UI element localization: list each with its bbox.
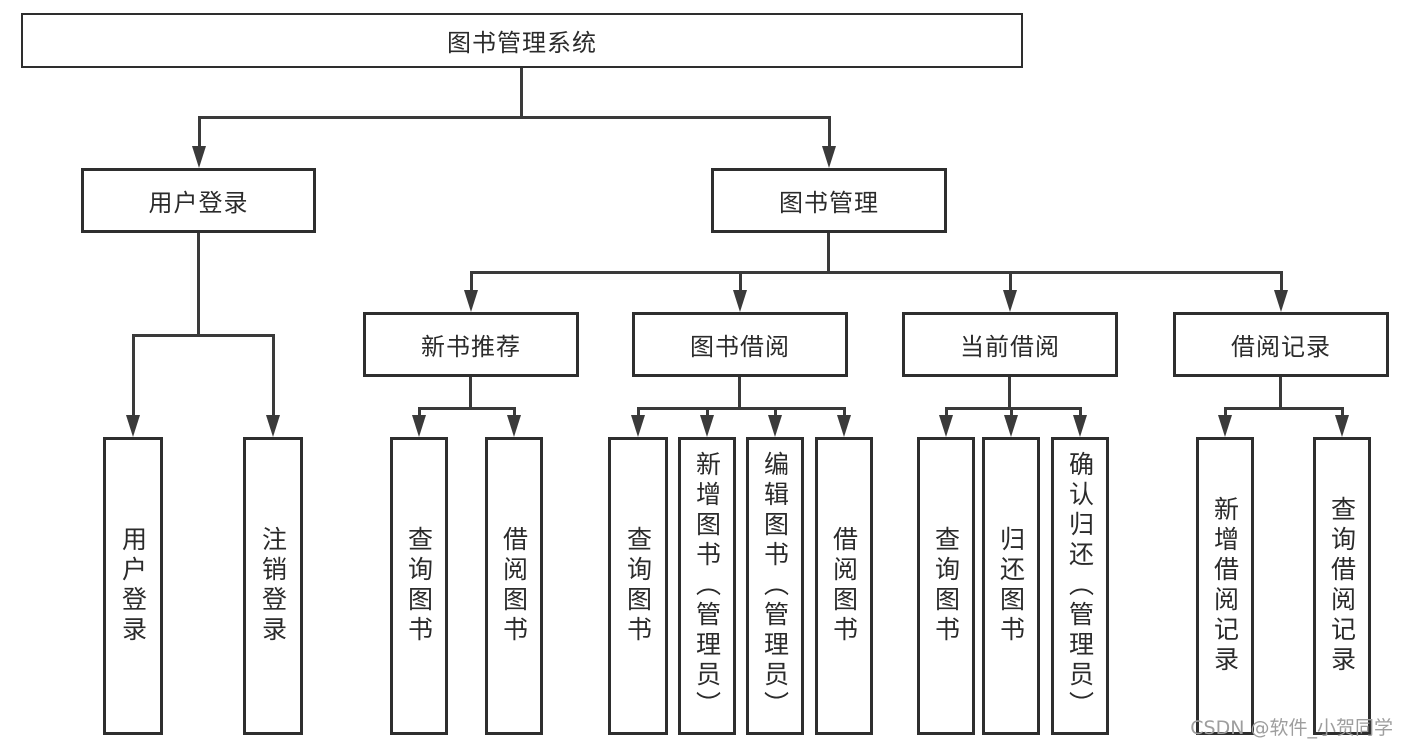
arrowhead-icon <box>507 415 521 437</box>
node-label: 图书管理系统 <box>447 29 597 57</box>
arrowhead-icon <box>192 146 206 168</box>
node-user-login: 用户登录 <box>81 168 316 233</box>
connector-userlogin-split <box>132 334 275 337</box>
leaf-label: 查询图书 <box>623 526 653 646</box>
csdn-watermark: CSDN @软件_小贺同学 <box>1190 717 1393 739</box>
arrowhead-icon <box>464 290 478 312</box>
arrowhead-icon <box>126 415 140 437</box>
connector-currentborrow-split <box>945 407 1082 410</box>
leaf-return-books: 归还图书 <box>982 437 1040 735</box>
arrow-to-leaf-query-books-borrow <box>631 407 645 437</box>
node-borrowing-records: 借阅记录 <box>1173 312 1389 377</box>
node-label: 图书管理 <box>779 189 879 217</box>
arrow-to-book-management <box>822 116 836 168</box>
leaf-query-books-current: 查询图书 <box>917 437 975 735</box>
arrowhead-icon <box>733 290 747 312</box>
connector-bookborrow-split <box>637 407 846 410</box>
leaf-borrow-books-borrow: 借阅图书 <box>815 437 873 735</box>
leaf-label: 编辑图书（管理员） <box>760 451 790 721</box>
arrowhead-icon <box>1073 415 1087 437</box>
arrow-to-new-book-recommendation <box>464 271 478 312</box>
node-library-management-system: 图书管理系统 <box>21 13 1023 68</box>
node-label: 图书借阅 <box>690 333 790 361</box>
leaf-borrow-books-newbook: 借阅图书 <box>485 437 543 735</box>
arrow-to-leaf-query-books-newbook <box>412 407 426 437</box>
connector-borrowrecord-split <box>1224 407 1344 410</box>
connector-newbook-split <box>418 407 516 410</box>
arrowhead-icon <box>631 415 645 437</box>
leaf-label: 借阅图书 <box>829 526 859 646</box>
arrowhead-icon <box>1335 415 1349 437</box>
arrow-to-leaf-logout <box>266 334 280 437</box>
arrow-to-leaf-borrow-books-newbook <box>507 407 521 437</box>
arrow-to-borrowing-records <box>1274 271 1288 312</box>
arrow-to-user-login <box>192 116 206 168</box>
connector-newbook-stem <box>469 377 472 407</box>
node-label: 新书推荐 <box>421 333 521 361</box>
arrow-to-leaf-add-book-admin <box>700 407 714 437</box>
arrowhead-icon <box>822 146 836 168</box>
arrowhead-icon <box>1004 415 1018 437</box>
arrowhead-icon <box>1274 290 1288 312</box>
leaf-label: 查询图书 <box>404 526 434 646</box>
leaf-query-books-newbook: 查询图书 <box>390 437 448 735</box>
arrowhead-icon <box>700 415 714 437</box>
arrowhead-icon <box>266 415 280 437</box>
node-label: 用户登录 <box>148 189 249 217</box>
node-current-borrowing: 当前借阅 <box>902 312 1118 377</box>
arrow-to-leaf-user-login <box>126 334 140 437</box>
arrowhead-icon <box>939 415 953 437</box>
arrow-to-leaf-edit-book-admin <box>768 407 782 437</box>
arrowhead-icon <box>1218 415 1232 437</box>
arrow-to-book-borrowing <box>733 271 747 312</box>
leaf-query-borrow-record: 查询借阅记录 <box>1313 437 1371 735</box>
node-book-management: 图书管理 <box>711 168 947 233</box>
connector-userlogin-stem <box>197 233 200 334</box>
arrow-to-current-borrowing <box>1003 271 1017 312</box>
arrow-to-leaf-query-books-current <box>939 407 953 437</box>
leaf-label: 查询借阅记录 <box>1327 496 1357 676</box>
arrowhead-icon <box>837 415 851 437</box>
leaf-label: 新增图书（管理员） <box>692 451 722 721</box>
connector-bookmgmt-split <box>470 271 1283 274</box>
arrow-to-leaf-add-borrow-record <box>1218 407 1232 437</box>
leaf-label: 确认归还（管理员） <box>1065 451 1095 721</box>
leaf-label: 注销登录 <box>258 526 288 646</box>
leaf-label: 归还图书 <box>996 526 1026 646</box>
connector-root-split <box>198 116 830 119</box>
node-label: 当前借阅 <box>960 333 1060 361</box>
leaf-label: 查询图书 <box>931 526 961 646</box>
leaf-edit-book-admin: 编辑图书（管理员） <box>746 437 804 735</box>
node-book-borrowing: 图书借阅 <box>632 312 848 377</box>
arrowhead-icon <box>1003 290 1017 312</box>
arrowhead-icon <box>768 415 782 437</box>
node-label: 借阅记录 <box>1231 333 1331 361</box>
connector-bookborrow-stem <box>738 377 741 407</box>
leaf-add-book-admin: 新增图书（管理员） <box>678 437 736 735</box>
connector-currentborrow-stem <box>1008 377 1011 407</box>
arrowhead-icon <box>412 415 426 437</box>
connector-root-stem <box>520 68 523 116</box>
leaf-label: 借阅图书 <box>499 526 529 646</box>
leaf-user-login: 用户登录 <box>103 437 163 735</box>
leaf-label: 新增借阅记录 <box>1210 496 1240 676</box>
connector-bookmgmt-stem <box>827 233 830 271</box>
leaf-confirm-return-admin: 确认归还（管理员） <box>1051 437 1109 735</box>
leaf-add-borrow-record: 新增借阅记录 <box>1196 437 1254 735</box>
connector-borrowrecord-stem <box>1279 377 1282 407</box>
arrow-to-leaf-return-books <box>1004 407 1018 437</box>
arrow-to-leaf-confirm-return <box>1073 407 1087 437</box>
arrow-to-leaf-query-borrow-record <box>1335 407 1349 437</box>
leaf-label: 用户登录 <box>118 526 148 646</box>
arrow-to-leaf-borrow-books-borrow <box>837 407 851 437</box>
leaf-query-books-borrow: 查询图书 <box>608 437 668 735</box>
leaf-logout: 注销登录 <box>243 437 303 735</box>
node-new-book-recommendation: 新书推荐 <box>363 312 579 377</box>
